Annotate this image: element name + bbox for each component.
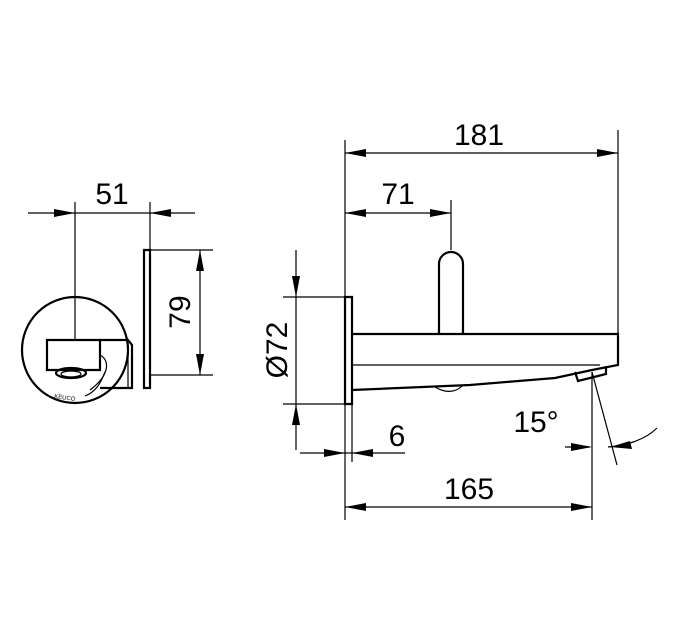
dim-rosette-diameter-label: Ø72 [261, 322, 294, 379]
side-view: 51 79 KEUCO [20, 178, 213, 405]
mounting-plate [142, 248, 152, 390]
dim-rosette-depth-label: 6 [389, 420, 406, 453]
dim-rosette-diameter: Ø72 [261, 250, 345, 450]
dim-side-width-label: 51 [95, 178, 128, 211]
rosette-profile [343, 295, 354, 406]
dim-lever-offset-label: 71 [381, 178, 414, 211]
dim-lever-offset: 71 [345, 178, 452, 250]
dim-overall-length-label: 181 [454, 119, 504, 152]
dim-angle-label: 15° [513, 406, 558, 439]
dim-side-height: 79 [150, 249, 213, 376]
dim-projection-label: 165 [444, 473, 494, 506]
lever-handle [437, 250, 465, 334]
dim-rosette-depth: 6 [300, 404, 405, 520]
dim-projection: 165 [345, 473, 592, 511]
spout [351, 332, 620, 392]
dim-overall-length: 181 [344, 119, 619, 340]
brand-mark: KEUCO [54, 394, 76, 403]
lever-body [45, 338, 134, 397]
dim-side-height-label: 79 [164, 295, 197, 328]
dim-side-width: 51 [28, 178, 195, 340]
dim-angle: 15° [513, 371, 658, 520]
front-view: 181 71 Ø72 [261, 119, 658, 520]
